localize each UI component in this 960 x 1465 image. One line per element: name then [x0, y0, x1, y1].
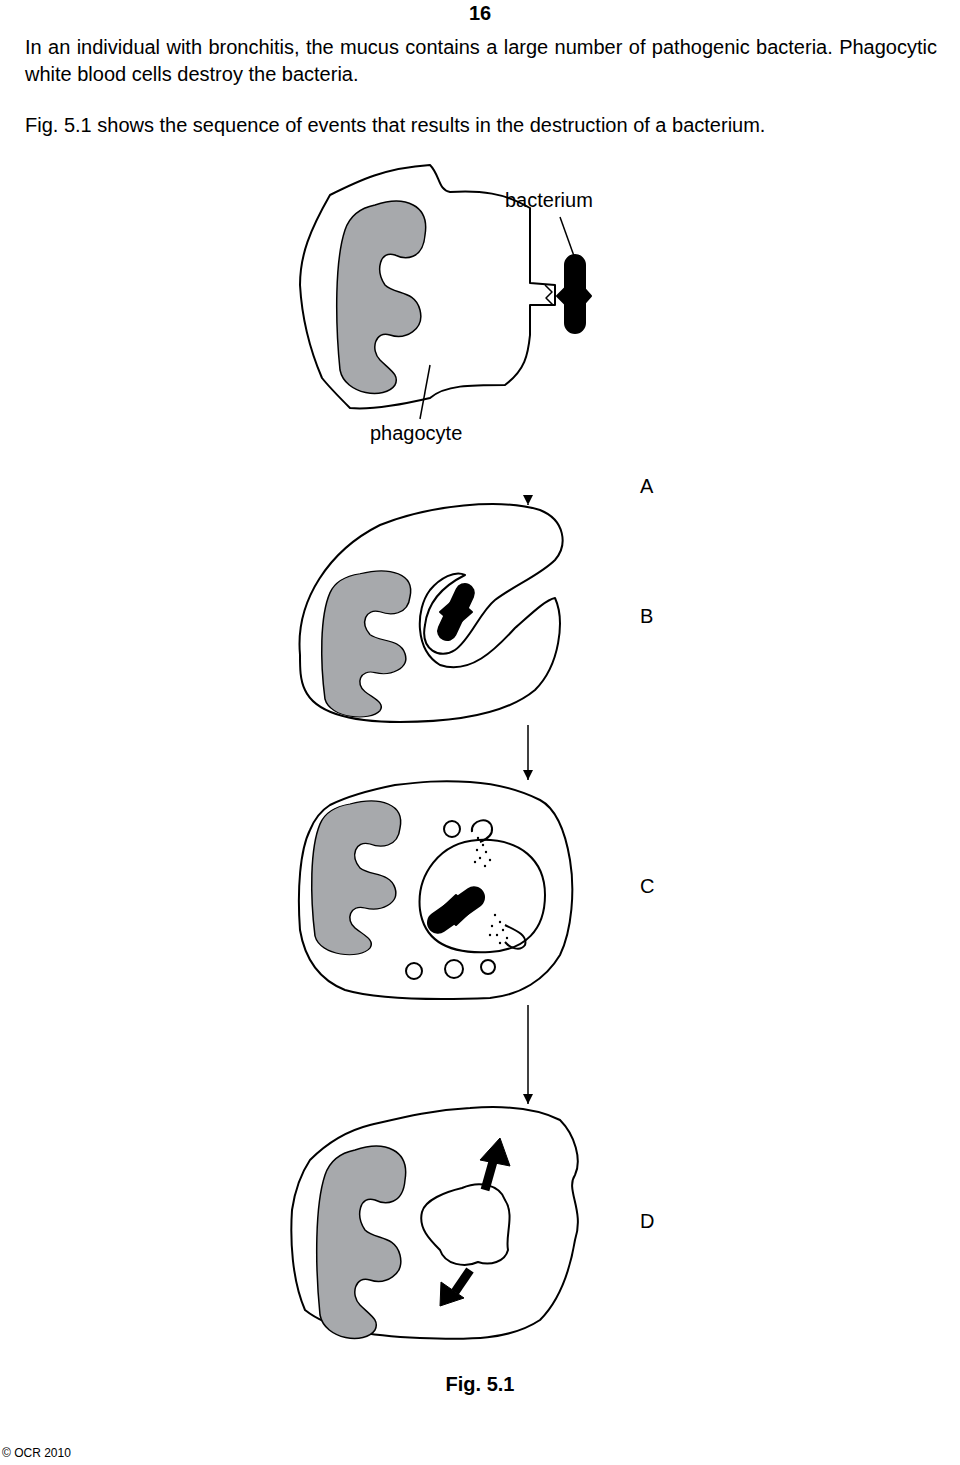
figure-intro: Fig. 5.1 shows the sequence of events th…	[25, 112, 955, 139]
nucleus	[322, 571, 411, 717]
stage-region: C	[295, 780, 665, 1005]
leader-line	[420, 365, 430, 419]
stage-region: D	[285, 1104, 665, 1344]
phagocyte-outline	[300, 504, 563, 722]
nucleus	[317, 1146, 406, 1338]
bacterium	[435, 581, 477, 643]
exocytosis-arrow	[440, 1138, 510, 1306]
lysosome	[406, 820, 525, 979]
stage-letter: A	[640, 473, 653, 500]
leader-line	[560, 217, 574, 256]
page-number: 16	[440, 0, 520, 27]
phagocyte-outline	[291, 1107, 578, 1339]
nucleus	[337, 201, 426, 393]
nucleus	[312, 801, 401, 955]
vacuole	[420, 840, 545, 952]
stage-letter: B	[640, 603, 653, 630]
stage-letter: C	[640, 873, 654, 900]
sequence-arrow	[527, 725, 529, 780]
sequence-arrow	[527, 1005, 529, 1104]
copyright: © OCR 2010	[2, 1445, 202, 1461]
part-label: phagocyte	[370, 420, 510, 447]
bacterium	[557, 255, 591, 333]
phagocyte-outline	[299, 781, 572, 999]
stage-region: A	[295, 165, 665, 504]
intro-text: In an individual with bronchitis, the mu…	[25, 34, 937, 88]
figure-caption: Fig. 5.1	[380, 1371, 580, 1398]
stage-region: B	[295, 505, 665, 725]
sequence-arrow	[527, 504, 529, 505]
stage-letter: D	[640, 1208, 654, 1235]
part-label: bacterium	[505, 187, 645, 214]
vacuole	[421, 1184, 509, 1265]
bacterium	[424, 883, 488, 936]
